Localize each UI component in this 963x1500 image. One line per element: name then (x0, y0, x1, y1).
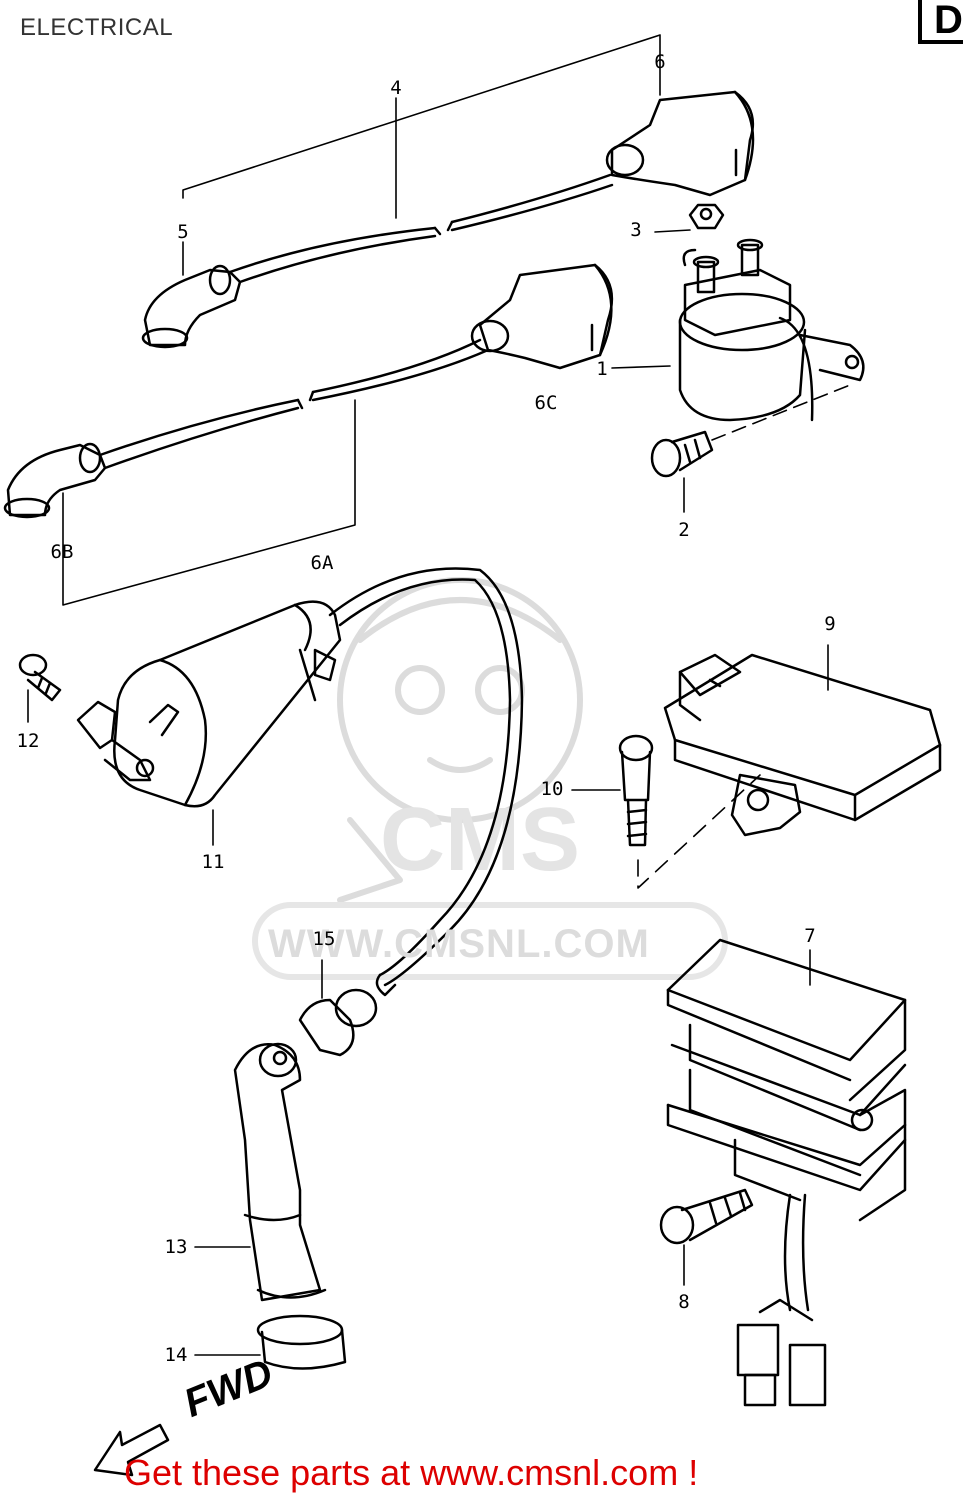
callout-6a: 6A (310, 552, 334, 574)
regulator-rectifier-part-7 (666, 938, 907, 1407)
forward-arrow-icon (93, 1423, 170, 1477)
spark-plug-wire-lower (3, 263, 614, 519)
leader-bracket-6-5 (182, 34, 661, 276)
starter-relay-part-1 (611, 238, 865, 422)
callout-2: 2 (678, 519, 690, 541)
svg-text:CMS: CMS (380, 790, 580, 890)
bolt-part-8 (659, 1188, 754, 1286)
callout-7: 7 (804, 925, 816, 947)
callout-12: 12 (16, 730, 40, 752)
bolt-part-10 (571, 734, 761, 889)
ignition-coil-part-11 (76, 567, 524, 997)
leader-bracket-6a-6b (62, 399, 356, 606)
cdi-unit-part-9 (663, 644, 942, 837)
callout-5: 5 (177, 221, 189, 243)
cms-watermark-logo: CMS (252, 577, 728, 980)
get-parts-link[interactable]: Get these parts at www.cmsnl.com ! (124, 1452, 699, 1493)
callout-14: 14 (164, 1344, 188, 1366)
callout-3: 3 (630, 219, 642, 241)
plug-cap-part-13 (194, 959, 378, 1302)
page-title: ELECTRICAL (20, 14, 174, 41)
callout-15: 15 (312, 928, 336, 950)
bolt-part-2 (650, 384, 851, 513)
callout-6: 6 (654, 51, 666, 73)
callout-10: 10 (540, 778, 564, 800)
section-badge: D (918, 0, 963, 44)
watermark-url: WWW.CMSNL.COM (268, 922, 650, 966)
callout-11: 11 (201, 851, 225, 873)
boot-part-14 (194, 1314, 347, 1370)
spark-plug-wire-upper (141, 90, 755, 349)
callout-9: 9 (824, 613, 836, 635)
callout-4: 4 (390, 77, 402, 99)
nut-part-3 (654, 203, 725, 233)
callout-1: 1 (596, 358, 608, 380)
screw-part-12 (18, 653, 62, 723)
callout-13: 13 (164, 1236, 188, 1258)
callout-6b: 6B (50, 541, 74, 563)
callout-6c: 6C (534, 392, 558, 414)
callout-8: 8 (678, 1291, 690, 1313)
